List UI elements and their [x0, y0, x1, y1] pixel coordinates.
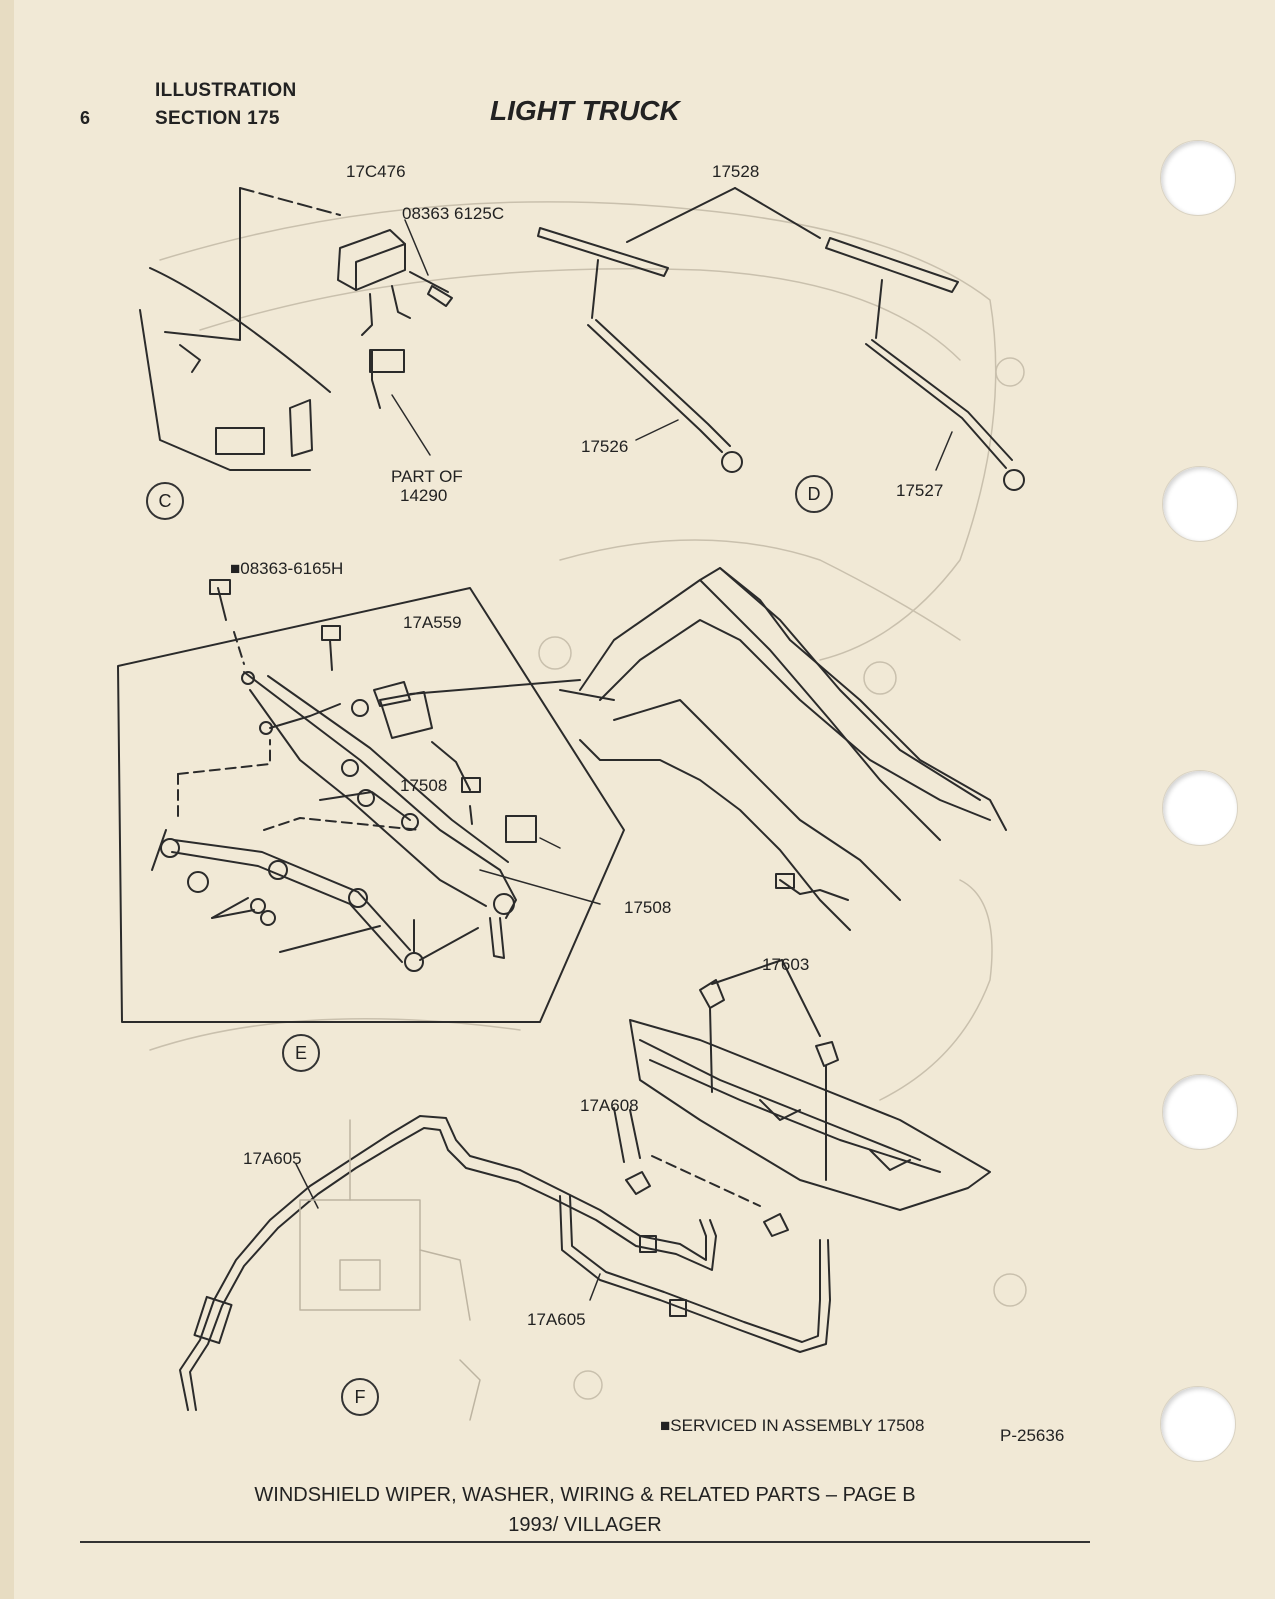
callout-17a605-center: 17A605 — [527, 1310, 586, 1329]
footer-model: 1993/ VILLAGER — [508, 1514, 662, 1536]
callout-17508-assembly: 17508 — [624, 898, 672, 917]
binder-hole — [1162, 1074, 1238, 1150]
binder-hole — [1162, 770, 1238, 846]
illustration-label: ILLUSTRATION — [155, 80, 297, 101]
legend-serviced-in-assembly: ■SERVICED IN ASSEMBLY 17508 — [660, 1416, 925, 1435]
callout-17a559: 17A559 — [403, 613, 462, 632]
callout-part-of: PART OF — [391, 467, 463, 486]
callout-08363-6125c: 08363 6125C — [402, 204, 505, 223]
footer-rule — [80, 1541, 1090, 1543]
view-label-c: C — [146, 482, 184, 520]
binder-hole — [1160, 140, 1236, 216]
callout-17a608: 17A608 — [580, 1096, 639, 1115]
binder-hole — [1162, 466, 1238, 542]
footer-title: WINDSHIELD WIPER, WASHER, WIRING & RELAT… — [254, 1484, 916, 1506]
page-edge — [0, 0, 14, 1599]
callout-17508-motor: 17508 — [400, 776, 448, 795]
callout-08363-6165h: ■08363-6165H — [230, 559, 344, 578]
callout-14290: 14290 — [400, 486, 448, 505]
callout-17603: 17603 — [762, 955, 810, 974]
callout-17a605-left: 17A605 — [243, 1149, 302, 1168]
view-label-d: D — [795, 475, 833, 513]
page-number: 6 — [80, 108, 91, 128]
section-label: SECTION 175 — [155, 108, 280, 129]
figure-id: P-25636 — [1000, 1426, 1065, 1445]
callout-17c476: 17C476 — [346, 162, 406, 181]
callout-17526: 17526 — [581, 437, 629, 456]
callout-17528: 17528 — [712, 162, 760, 181]
view-label-e: E — [282, 1034, 320, 1072]
page-title: LIGHT TRUCK — [490, 95, 680, 126]
view-label-f: F — [341, 1378, 379, 1416]
binder-hole — [1160, 1386, 1236, 1462]
callout-17527: 17527 — [896, 481, 944, 500]
